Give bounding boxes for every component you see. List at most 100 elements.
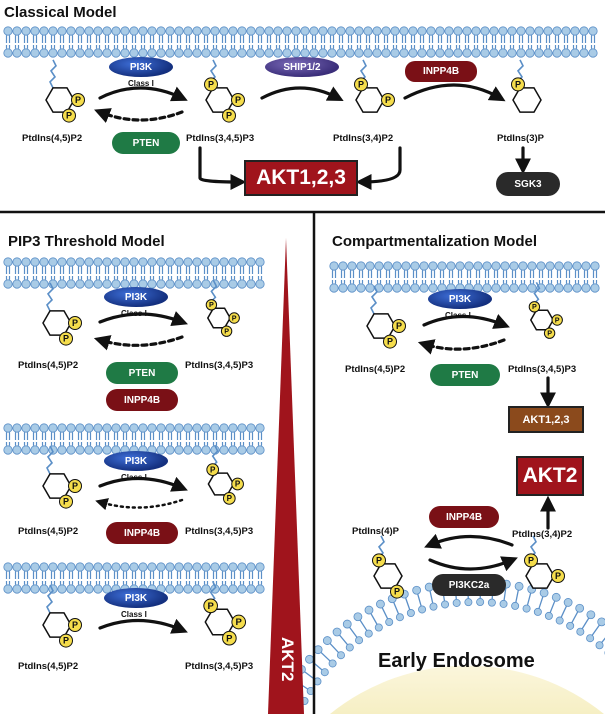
classical-lipid-345p3: PtdIns(3,4,5)P3 [186,133,255,144]
threshold1-pi3k-node: PI3K [104,287,168,307]
compartment-pip2-lipid: PP [366,285,406,349]
threshold2-pi3k-node: PI3K [104,451,168,471]
threshold1-pten-node: PTEN [106,362,178,384]
threshold1-lipid-45p2: PtdIns(4,5)P2 [18,360,79,371]
compartment-lipid-34p2: PtdIns(3,4)P2 [512,529,573,540]
classical-lipid-45p2: PtdIns(4,5)P2 [22,133,83,144]
classical-pten-arrow [94,108,184,123]
classical-lipid-34p2: PtdIns(3,4)P2 [333,133,394,144]
svg-text:P: P [396,321,402,331]
classical-membrane [3,26,598,58]
compartment-pi3kc2a-node: PI3KC2a [432,574,506,596]
compartment-lipid-345p3: PtdIns(3,4,5)P3 [508,364,577,375]
compartment-pi3k-node: PI3K [428,289,492,309]
compartment-pi4p-lipid: PP [372,535,404,599]
svg-text:P: P [376,555,382,565]
classical-akt-node: AKT1,2,3 [244,160,358,196]
svg-text:P: P [226,633,233,644]
threshold2-pip3-lipid: PPP [206,444,244,505]
classical-pi34p2-to-akt [355,146,402,190]
threshold3-lipid-45p2: PtdIns(4,5)P2 [18,661,79,672]
compartment-pip3-lipid: PPP [528,281,563,339]
compartment-membrane [329,261,600,293]
svg-text:P: P [210,465,216,474]
svg-text:P: P [207,601,214,612]
compartment-pten-node: PTEN [430,364,500,386]
threshold1-dephos-arrow [93,335,184,351]
svg-text:P: P [227,494,233,503]
classical-pi3p-lipid: P [511,59,542,113]
svg-text:P: P [532,302,537,311]
svg-text:P: P [235,95,241,105]
classical-pi3k-arrow [98,86,188,102]
compartment-title: Compartmentalization Model [332,233,538,250]
threshold2-inpp4b-node: INPP4B [106,522,178,544]
threshold3-pip3-lipid: PPP [203,580,247,646]
classical-pip2-lipid: PP [45,59,85,123]
svg-text:P: P [394,587,400,597]
threshold2-class-label: Class I [121,473,147,482]
svg-text:P: P [209,300,214,309]
svg-text:P: P [224,327,229,336]
svg-text:P: P [387,337,393,347]
threshold3-pi3k-arrow [98,618,188,634]
svg-text:P: P [236,617,243,628]
classical-pten-node: PTEN [112,132,180,154]
classical-lipid-3p: PtdIns(3)P [497,133,544,144]
classical-pip3-to-akt [198,146,247,190]
compartment-pi34p2-lipid: PP [524,535,565,589]
threshold2-dephos-arrow [95,498,184,511]
svg-text:P: P [63,334,69,344]
svg-text:P: P [555,571,561,581]
threshold2-pi3k-arrow [98,476,188,492]
classical-pi3k-node: PI3K [109,57,173,77]
compartment-pi3kc2a-arrow [428,556,518,572]
threshold1-class-label: Class I [121,309,147,318]
svg-text:P: P [208,79,214,89]
compartment-akt123-node: AKT1,2,3 [508,406,584,433]
threshold2-lipid-45p2: PtdIns(4,5)P2 [18,526,79,537]
compartment-lipid-45p2: PtdIns(4,5)P2 [345,364,406,375]
svg-text:P: P [232,313,237,322]
svg-text:P: P [75,95,81,105]
threshold1-pip2-lipid: PP [42,282,82,346]
classical-pip3-lipid: PPP [204,59,245,123]
threshold1-pi3k-arrow [98,311,188,327]
svg-text:P: P [72,620,78,630]
svg-text:P: P [547,329,552,338]
compartment-akt2-node: AKT2 [516,456,584,496]
svg-text:P: P [515,79,521,89]
svg-text:P: P [555,315,560,324]
threshold3-pi3k-node: PI3K [104,588,168,608]
threshold1-lipid-345p3: PtdIns(3,4,5)P3 [185,360,254,371]
svg-text:P: P [63,636,69,646]
svg-text:P: P [358,79,364,89]
svg-text:P: P [63,497,69,507]
classical-ship-node: SHIP1/2 [265,57,339,77]
compartment-lipid-4p: PtdIns(4)P [352,526,399,537]
svg-text:P: P [66,111,72,121]
svg-text:P: P [385,95,391,105]
threshold1-membrane [3,257,265,289]
endosome-label: Early Endosome [378,650,535,672]
threshold-title: PIP3 Threshold Model [8,233,165,250]
threshold2-lipid-345p3: PtdIns(3,4,5)P3 [185,526,254,537]
threshold2-pip2-lipid: PP [42,445,82,509]
compartment-class-label: Class I [445,311,471,320]
classical-ship-arrow [260,86,344,101]
classical-inpp4b-node: INPP4B [405,61,477,82]
svg-text:P: P [72,481,78,491]
classical-inpp4b-arrow [403,83,506,102]
svg-text:P: P [72,318,78,328]
compartment-inpp4b-arrow [424,533,514,549]
compartment-pi3k-arrow [422,313,510,329]
svg-text:P: P [528,555,534,565]
classical-sgk3-node: SGK3 [496,172,560,196]
classical-class-label: Class I [128,79,154,88]
threshold3-class-label: Class I [121,610,147,619]
akt2-gradient-wedge [268,238,304,714]
classical-pi34p2-lipid: PP [354,59,395,113]
threshold-akt2-label: AKT2 [278,637,297,682]
